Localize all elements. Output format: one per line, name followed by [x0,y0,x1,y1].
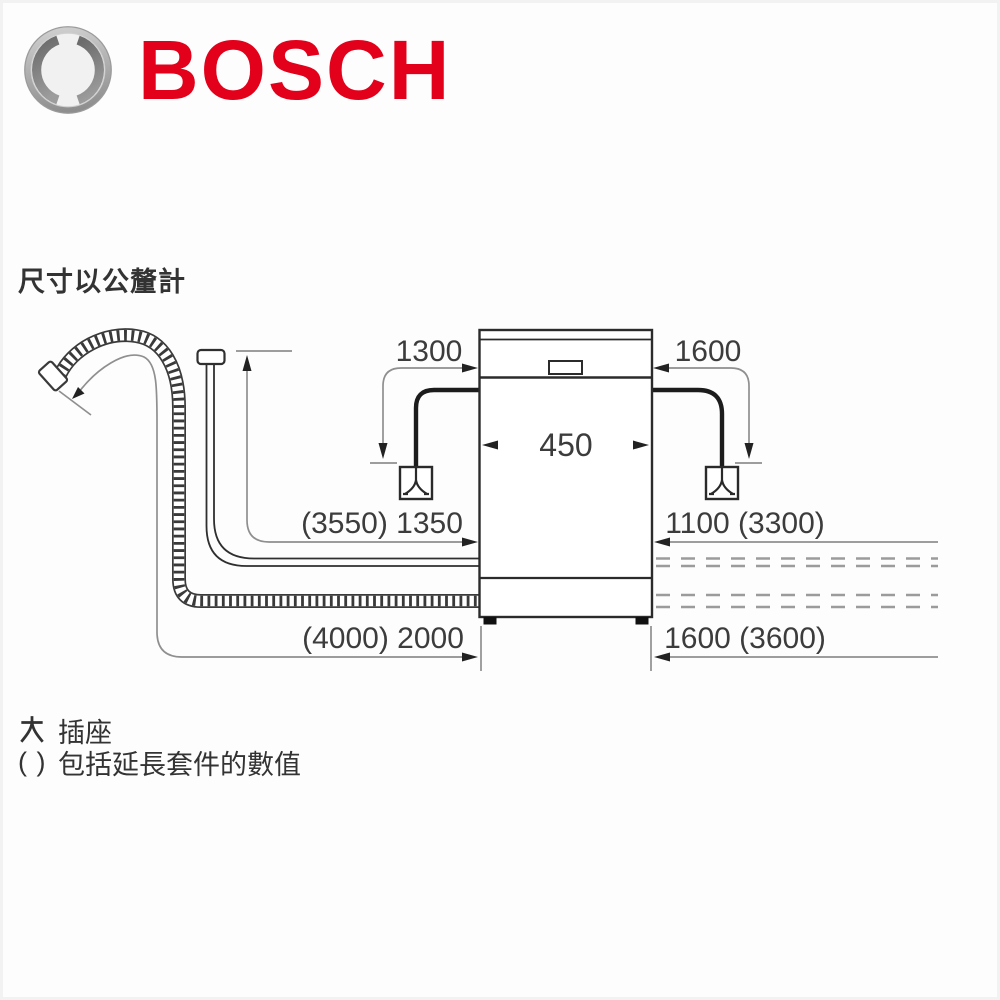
power-cords [413,387,725,468]
supply-hose [205,364,480,567]
label-drain-hose-left: (4000) 2000 [302,622,464,655]
foot-left [483,617,497,625]
drain-hose-end-cap [37,360,69,392]
arrowheads [72,355,754,662]
control-panel-display [548,360,583,375]
dashed-hose-lines-right [656,557,938,609]
legend-row-brackets: ( ) 包括延長套件的數值 [18,746,301,780]
label-power-cord-left: 1300 [396,335,463,368]
hose-end-tick [58,390,92,416]
socket-icon-left [398,465,434,501]
extension-lines [480,626,652,671]
dimension-labels: 1300 1600 450 (3550) 1350 1100 (3300) (4… [301,335,826,655]
power-cord-right [651,387,725,468]
brand-wordmark: BOSCH [138,23,452,117]
dimension-line-1600 [669,367,750,443]
legend-row-socket: 插座 [18,714,301,748]
legend-bracket-label: 包括延長套件的數值 [58,749,301,780]
label-supply-hose-right: 1100 (3300) [665,507,825,540]
foot-right [635,617,649,625]
label-supply-hose-left: (3550) 1350 [301,507,463,540]
dimension-line-1300 [382,367,462,443]
label-appliance-width: 450 [539,427,592,463]
legend: 插座 ( ) 包括延長套件的數值 [18,714,301,780]
socket-icon-right [704,465,740,501]
dimension-line-supply [246,369,464,543]
bosch-logo [22,24,114,116]
label-drain-hose-right: 1600 (3600) [664,622,826,655]
label-power-cord-right: 1600 [675,335,742,368]
power-cord-left [413,387,480,468]
supply-hose-tap-connector [196,348,226,366]
page-title: 尺寸以公釐計 [18,267,186,297]
dimension-line-drain [75,354,464,658]
legend-socket-label: 插座 [58,717,112,748]
dishwasher-outline [478,328,654,625]
socket-icon [18,714,58,746]
bosch-armature-emblem-icon [24,26,112,114]
legend-bracket-symbol: ( ) [18,746,47,777]
drain-hose [37,328,480,608]
